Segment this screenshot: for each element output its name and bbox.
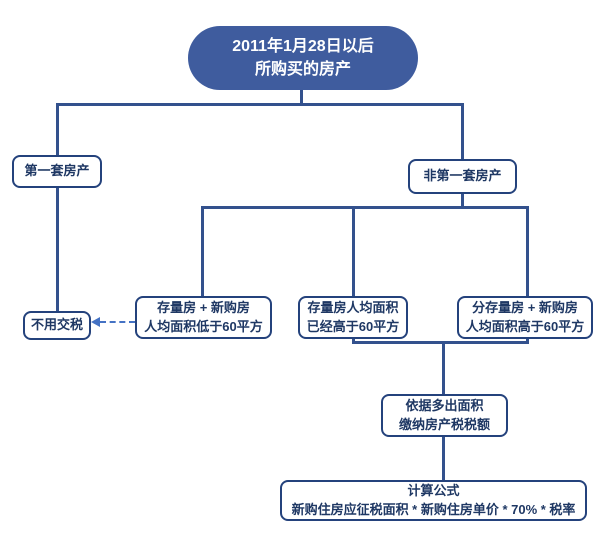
connector-drop-case3	[526, 206, 529, 344]
connector-left-vertical	[56, 103, 59, 314]
first-property-box: 第一套房产	[12, 155, 102, 188]
dashed-connector-no-tax	[100, 321, 135, 323]
connector-drop-case1	[201, 206, 204, 299]
connector-root-stub	[300, 88, 303, 105]
case-below-60-line1: 存量房 + 新购房	[157, 300, 250, 316]
connector-top-horizontal	[56, 103, 463, 106]
root-node: 2011年1月28日以后 所购买的房产	[188, 26, 418, 90]
not-first-property-label: 非第一套房产	[423, 168, 502, 184]
formula-title: 计算公式	[407, 483, 460, 499]
connector-merge-horizontal	[352, 341, 529, 344]
connector-right-vertical	[461, 103, 464, 209]
formula-expression: 新购住房应征税面积 * 新购住房单价 * 70% * 税率	[291, 501, 576, 517]
root-node-line2: 所购买的房产	[254, 61, 351, 78]
no-tax-box: 不用交税	[23, 311, 91, 340]
pay-tax-line2: 缴纳房产税税额	[398, 416, 490, 432]
root-node-line1: 2011年1月28日以后	[232, 37, 374, 55]
formula-box: 计算公式 新购住房应征税面积 * 新购住房单价 * 70% * 税率	[280, 480, 587, 521]
no-tax-label: 不用交税	[30, 317, 83, 333]
case-below-60-line2: 人均面积低于60平方	[144, 318, 263, 334]
case-stock-above-60-line1: 存量房人均面积	[307, 300, 399, 316]
connector-drop-case2	[352, 206, 355, 344]
not-first-property-box: 非第一套房产	[408, 159, 517, 194]
pay-tax-line1: 依据多出面积	[405, 398, 484, 414]
case-below-60-box: 存量房 + 新购房 人均面积低于60平方	[135, 296, 272, 339]
pay-tax-box: 依据多出面积 缴纳房产税税额	[381, 394, 508, 437]
dashed-arrow-head-icon	[91, 317, 100, 327]
case-stock-above-60-line2: 已经高于60平方	[306, 318, 400, 334]
case-combined-above-60-line1: 分存量房 + 新购房	[472, 300, 578, 316]
case-combined-above-60-box: 分存量房 + 新购房 人均面积高于60平方	[457, 296, 593, 339]
connector-mid-horizontal	[201, 206, 529, 209]
case-combined-above-60-line2: 人均面积高于60平方	[465, 318, 585, 334]
case-stock-above-60-box: 存量房人均面积 已经高于60平方	[298, 296, 408, 339]
first-property-label: 第一套房产	[24, 163, 90, 179]
